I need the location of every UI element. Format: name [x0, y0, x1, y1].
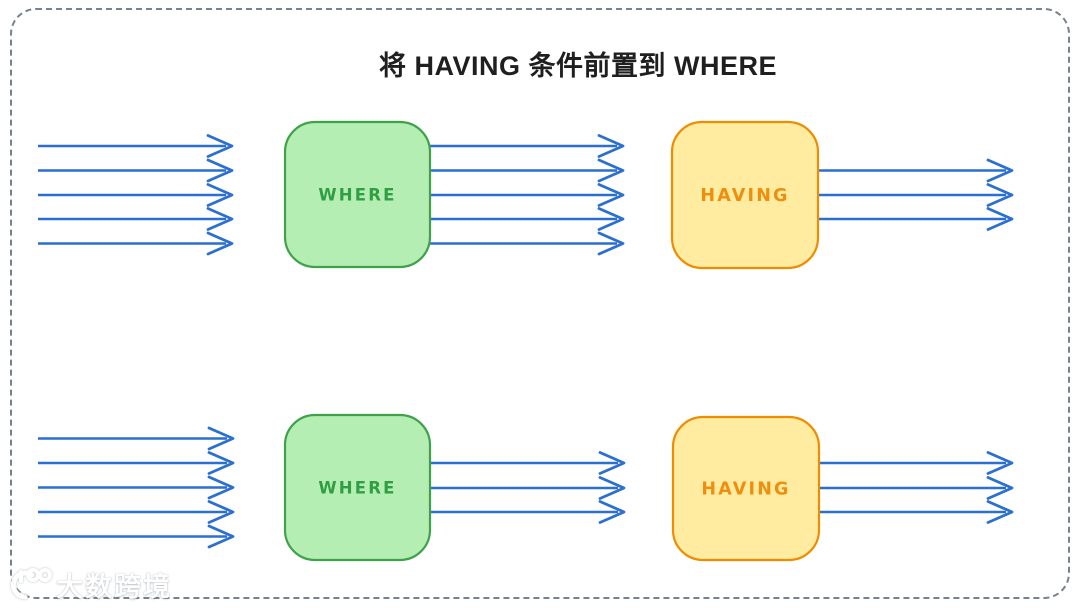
having-box: HAVING	[671, 415, 821, 562]
having-box: HAVING	[670, 120, 820, 270]
output-arrow	[818, 183, 1014, 207]
having-label: HAVING	[701, 480, 790, 500]
diagram-title: 将 HAVING 条件前置到 WHERE	[378, 51, 778, 81]
input-arrow	[38, 183, 234, 207]
output-arrow	[819, 476, 1014, 500]
where-box: WHERE	[283, 413, 432, 562]
where-label: WHERE	[318, 479, 396, 498]
top-flow: WHERE HAVING	[38, 120, 1014, 270]
watermark-text: 大数跨境	[56, 571, 172, 602]
where-label: WHERE	[318, 186, 396, 205]
input-arrow	[38, 426, 235, 451]
where-box: WHERE	[283, 120, 432, 269]
input-arrow	[38, 231, 234, 256]
smiley-100-logo-icon	[10, 568, 52, 600]
input-arrow	[38, 451, 235, 475]
bottom-flow: WHERE HAVING	[38, 413, 1014, 562]
input-arrow	[38, 207, 234, 231]
middle-arrow	[430, 207, 625, 231]
having-label: HAVING	[700, 186, 789, 206]
input-arrow	[38, 158, 234, 183]
input-arrow	[38, 524, 235, 549]
watermark: 大数跨境	[8, 564, 172, 604]
middle-arrow	[430, 231, 625, 256]
output-arrow	[819, 451, 1014, 475]
middle-arrow	[430, 183, 625, 207]
middle-arrow	[430, 134, 625, 158]
middle-arrow	[430, 451, 626, 475]
input-arrow	[38, 500, 235, 524]
middle-arrow	[430, 158, 625, 183]
middle-arrow	[430, 500, 626, 524]
input-arrow	[38, 134, 234, 158]
output-arrow	[818, 158, 1014, 183]
input-arrow	[38, 475, 235, 500]
middle-arrow	[430, 476, 626, 500]
output-arrow	[818, 207, 1014, 231]
output-arrow	[819, 500, 1014, 524]
